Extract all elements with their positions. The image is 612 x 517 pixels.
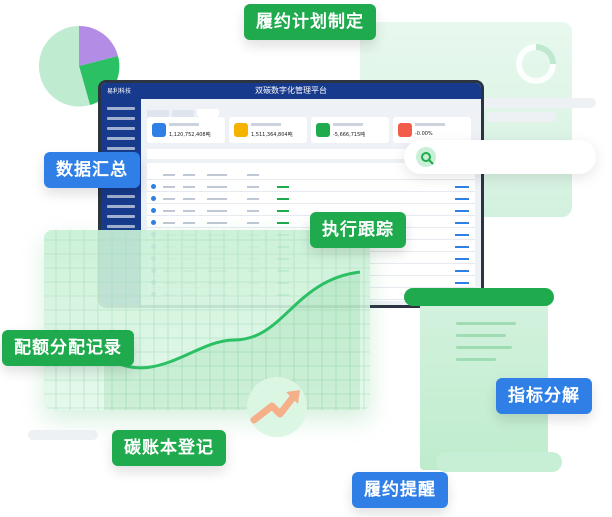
table-cell (247, 198, 259, 200)
row-action-link[interactable] (455, 198, 469, 200)
trend-chart-card (44, 230, 370, 410)
label-execution-tracking: 执行跟踪 (310, 212, 406, 248)
stat-value: -5,666,715吨 (333, 132, 366, 138)
row-action-link[interactable] (455, 234, 469, 236)
table-cell (183, 198, 195, 200)
pie-chart-icon (38, 25, 120, 107)
row-action-link[interactable] (455, 258, 469, 260)
platform-logo: 易利科技 (107, 88, 132, 95)
row-status-dot (151, 184, 156, 189)
platform-title: 双碳数字化管理平台 (255, 86, 327, 95)
donut-chart-icon (516, 44, 556, 84)
stat-icon (152, 123, 166, 137)
label-indicator-breakdown: 指标分解 (496, 378, 592, 414)
sidebar-item[interactable] (107, 225, 135, 228)
table-cell (163, 222, 175, 224)
table-cell (207, 174, 227, 176)
stat-card: -5,666,715吨 (311, 117, 389, 143)
row-action-link[interactable] (455, 186, 469, 188)
search-icon (421, 152, 434, 165)
stat-value: 1,511,364,804吨 (251, 132, 293, 138)
table-cell (183, 210, 195, 212)
table-cell (207, 186, 227, 188)
label-quota-allocation: 配额分配记录 (2, 330, 134, 366)
table-row (147, 179, 475, 180)
row-action-link[interactable] (455, 282, 469, 284)
scroll-roll (404, 288, 554, 306)
stat-value: -0.00% (415, 131, 433, 137)
sidebar-item[interactable] (107, 117, 135, 120)
table-cell (163, 174, 175, 176)
trend-chart (44, 230, 370, 410)
table-cell (207, 222, 227, 224)
row-action-link[interactable] (455, 210, 469, 212)
table-cell (163, 198, 175, 200)
deco-bar (28, 430, 98, 440)
status-tag (277, 186, 289, 188)
row-status-dot (151, 220, 156, 225)
stat-card: 1,511,364,804吨 (229, 117, 307, 143)
sidebar-item[interactable] (107, 147, 135, 150)
top-bar: 易利科技 双碳数字化管理平台 (101, 83, 481, 99)
filter-bar[interactable] (147, 149, 475, 159)
stat-icon (316, 123, 330, 137)
table-cell (247, 210, 259, 212)
label-data-summary: 数据汇总 (44, 152, 140, 188)
sidebar-item[interactable] (107, 107, 135, 110)
deco-bar (486, 112, 556, 122)
status-tag (277, 210, 289, 212)
table-cell (183, 174, 195, 176)
stat-icon (398, 123, 412, 137)
row-action-link[interactable] (455, 246, 469, 248)
table-row (147, 203, 475, 204)
table-cell (207, 198, 227, 200)
row-action-link[interactable] (455, 222, 469, 224)
scroll-bottom (436, 452, 562, 472)
row-status-dot (151, 196, 156, 201)
row-status-dot (151, 208, 156, 213)
sidebar-item[interactable] (107, 127, 135, 130)
sidebar-item[interactable] (107, 137, 135, 140)
stat-card: 1,120,752,408吨 (147, 117, 225, 143)
sidebar-item[interactable] (107, 205, 135, 208)
table-cell (183, 186, 195, 188)
tab[interactable] (172, 110, 194, 118)
status-tag (277, 222, 289, 224)
table-cell (183, 222, 195, 224)
table-cell (163, 186, 175, 188)
trend-line (103, 270, 361, 370)
table-cell (247, 222, 259, 224)
label-carbon-ledger: 碳账本登记 (112, 430, 226, 466)
table-cell (207, 210, 227, 212)
tab[interactable] (147, 110, 169, 118)
stat-card: -0.00% (393, 117, 471, 143)
growth-arrow-icon (247, 377, 307, 437)
table-cell (163, 210, 175, 212)
stat-value: 1,120,752,408吨 (169, 132, 211, 138)
label-contract-reminder: 履约提醒 (352, 472, 448, 508)
status-tag (277, 198, 289, 200)
table-cell (247, 174, 259, 176)
search-bar[interactable] (404, 140, 596, 174)
deco-bar (478, 98, 596, 108)
table-cell (247, 186, 259, 188)
row-action-link[interactable] (455, 270, 469, 272)
sidebar-item[interactable] (107, 215, 135, 218)
table-row (147, 191, 475, 192)
label-contract-plan: 履约计划制定 (244, 4, 376, 40)
sidebar-item[interactable] (107, 195, 135, 198)
stat-icon (234, 123, 248, 137)
